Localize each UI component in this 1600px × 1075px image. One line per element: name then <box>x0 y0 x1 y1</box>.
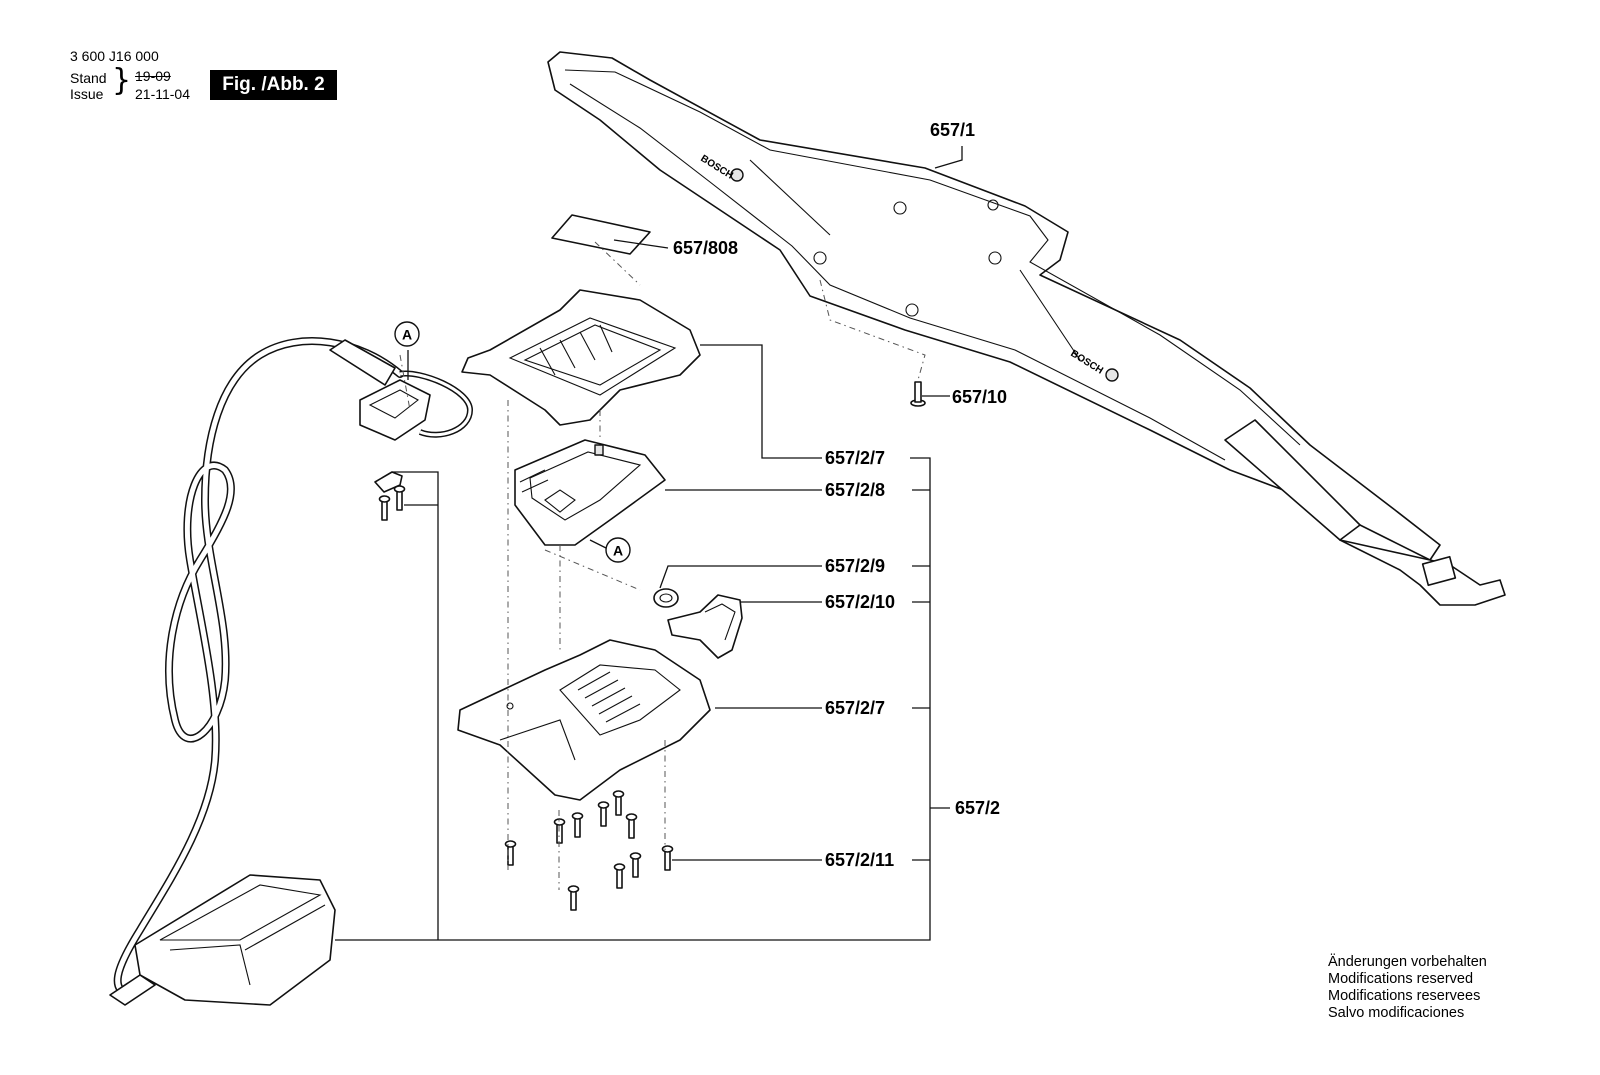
note-english: Modifications reserved <box>1328 971 1474 987</box>
detail-marker-a-mid-label: A <box>613 543 623 559</box>
cable-connector-part <box>359 379 431 441</box>
callout-lower-housing: 657/2/7 <box>825 698 885 718</box>
note-spanish: Salvo modificaciones <box>1328 1005 1465 1021</box>
callout-clip: 657/2/9 <box>825 556 885 576</box>
callout-assembly: 657/2 <box>955 798 1000 818</box>
detail-marker-a-top: A <box>394 321 420 347</box>
label-sticker-part <box>551 214 651 255</box>
lower-housing-part <box>457 639 711 801</box>
modification-notes: Änderungen vorbehalten Modifications res… <box>1328 954 1487 1022</box>
callout-strap: 657/1 <box>930 120 975 140</box>
inner-frame-part <box>514 439 666 546</box>
assembly-axes <box>399 241 926 890</box>
document-number: 3 600 J16 000 <box>70 48 159 64</box>
brace-symbol: } <box>112 63 132 98</box>
leader-lines <box>335 146 963 941</box>
detail-marker-a-top-label: A <box>402 327 412 343</box>
issue-date: 21-11-04 <box>135 86 191 102</box>
old-date: 19-09 <box>135 68 171 84</box>
detail-marker-a-mid: A <box>605 537 631 563</box>
callout-screws: 657/2/11 <box>825 850 894 870</box>
housing-screws <box>504 790 674 911</box>
stand-label: Stand <box>70 70 107 86</box>
note-french: Modifications reservees <box>1328 988 1481 1004</box>
upper-housing-part <box>461 289 701 426</box>
callout-upper-housing: 657/2/7 <box>825 448 885 468</box>
strap-screw-part <box>910 381 926 407</box>
charging-module-part <box>109 874 336 1006</box>
note-german: Änderungen vorbehalten <box>1328 954 1487 970</box>
latch-part <box>667 594 743 659</box>
connector-screws <box>378 485 406 521</box>
callout-label-sticker: 657/808 <box>673 238 738 258</box>
clip-part <box>653 588 679 608</box>
cable-part <box>113 337 474 999</box>
figure-label: Fig. /Abb. 2 <box>210 70 337 100</box>
callout-inner-frame: 657/2/8 <box>825 480 885 500</box>
strap-part: BOSCH BOSCH <box>547 51 1506 606</box>
callout-latch: 657/2/10 <box>825 592 895 612</box>
callout-strap-screw: 657/10 <box>952 387 1007 407</box>
issue-label: Issue <box>70 86 104 102</box>
